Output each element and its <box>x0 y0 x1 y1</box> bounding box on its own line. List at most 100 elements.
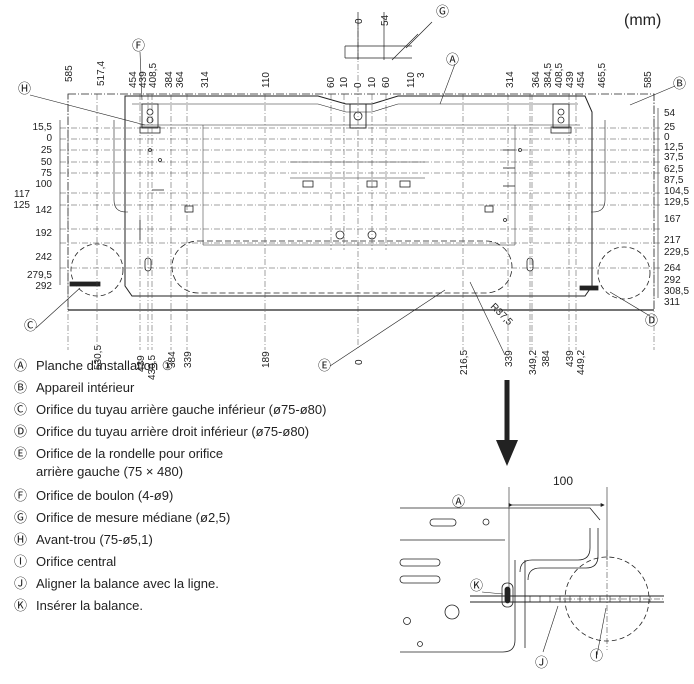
dim-bottom-3: 430,5 <box>147 355 158 380</box>
dim-bottom-9: 339 <box>504 350 515 367</box>
legend-mark: Ⓑ <box>14 380 28 395</box>
dim-top-left-6: 384 <box>164 71 175 88</box>
legend-text: Orifice central <box>36 554 117 569</box>
down-arrow <box>496 380 518 466</box>
detail-view <box>399 487 664 656</box>
legend-text: Orifice de la rondelle pour orifice arri… <box>36 446 224 479</box>
dim-right-4: 12,5 <box>664 142 684 153</box>
legend-text: Avant-trou (75-ø5,1) <box>36 532 153 547</box>
legend-mark: Ⓗ <box>14 532 28 547</box>
dim-right-11: 217 <box>664 235 681 246</box>
bolt-bracket-right <box>550 103 572 134</box>
legend-mark: Ⓓ <box>14 424 28 439</box>
dim-right-7: 87,5 <box>664 175 684 186</box>
callout-f: Ⓕ <box>132 38 145 53</box>
dim-ticks <box>59 108 659 298</box>
legend-text: Appareil intérieur <box>36 380 135 395</box>
dim-top-center-2: 60 <box>326 76 337 88</box>
right-pipe-hole <box>597 246 651 300</box>
callout-a: Ⓐ <box>446 52 459 67</box>
left-dim-labels: 15,5 0 25 50 75 100 117 125 142 192 242 … <box>13 122 52 292</box>
legend-text: Insérer la balance. <box>36 598 143 613</box>
dim-left-7: 117 <box>14 189 30 200</box>
legend-item-k: Ⓚ Insérer la balance. <box>14 595 334 617</box>
callout-j: Ⓙ <box>535 655 548 670</box>
dim-gauge-54: 54 <box>380 14 391 26</box>
dim-right-8: 104,5 <box>664 186 689 197</box>
callout-k: Ⓚ <box>470 578 483 593</box>
legend-text: Planche d’installation ① <box>36 358 174 373</box>
callout-i: Ⓘ <box>590 648 603 663</box>
dim-left-1: 15,5 <box>33 122 53 133</box>
legend-item-d: Ⓓ Orifice du tuyau arrière droit inférieu… <box>14 421 334 443</box>
dim-bottom-12: 439 <box>565 350 576 367</box>
dim-top-left-4: 439 <box>138 71 149 88</box>
bolt-bracket-left <box>139 103 161 134</box>
detail-dim-100: 100 <box>553 474 573 488</box>
legend-text: Aligner la balance avec la ligne. <box>36 576 219 591</box>
dim-top-left-3: 454 <box>128 71 139 88</box>
callout-c: Ⓒ <box>24 318 37 333</box>
dim-bottom-7: 0 <box>354 359 365 365</box>
gauge-detail <box>344 12 433 61</box>
callout-d: Ⓓ <box>645 313 658 328</box>
callout-g: Ⓖ <box>436 4 449 19</box>
callout-h: Ⓗ <box>18 81 31 96</box>
legend-text: Orifice du tuyau arrière droit inférieur… <box>36 424 310 439</box>
legend-mark: Ⓚ <box>14 598 28 613</box>
legend-item-b: Ⓑ Appareil intérieur <box>14 377 334 399</box>
dim-left-10: 192 <box>35 228 52 239</box>
dim-right-13: 264 <box>664 263 681 274</box>
dim-bottom-2: 439 <box>136 355 147 372</box>
dim-top-left-8: 314 <box>200 71 211 88</box>
dim-left-2: 0 <box>46 133 52 144</box>
dim-bottom-5: 339 <box>183 351 194 368</box>
dim-bottom-13: 449,2 <box>576 350 587 375</box>
callout-labels: Ⓕ Ⓐ Ⓖ Ⓗ Ⓑ Ⓒ Ⓓ Ⓔ Ⓐ Ⓚ Ⓙ Ⓘ <box>18 4 686 670</box>
callout-a-detail: Ⓐ <box>452 494 465 509</box>
dim-left-3: 25 <box>41 145 53 156</box>
right-dim-labels: 54 25 0 12,5 37,5 62,5 87,5 104,5 129,5 … <box>664 108 689 308</box>
dim-right-1: 54 <box>664 108 676 119</box>
dim-right-6: 62,5 <box>664 164 684 175</box>
extension-lines <box>60 20 660 350</box>
top-dim-labels: 585 517,4 454 439 408,5 384 364 314 110 … <box>64 14 654 88</box>
dim-left-8: 125 <box>13 200 30 211</box>
installation-plate <box>124 95 593 297</box>
dim-right-2: 25 <box>664 122 676 133</box>
main-plan <box>67 93 655 311</box>
legend-item-h: Ⓗ Avant-trou (75-ø5,1) <box>14 529 334 551</box>
callout-b: Ⓑ <box>673 76 686 91</box>
dim-top-right-8: 585 <box>643 71 654 88</box>
unit-label: (mm) <box>624 12 662 29</box>
misc-labels: R37,5 100 <box>488 301 573 488</box>
bottom-dim-labels: 530,5 439 430,5 384 339 189 0 216,5 339 … <box>93 345 587 380</box>
radius-label: R37,5 <box>488 301 515 328</box>
legend-mark: Ⓙ <box>14 576 28 591</box>
dim-left-11: 242 <box>35 252 52 263</box>
dim-bottom-8: 216,5 <box>459 350 470 375</box>
dim-gauge-3: 3 <box>416 72 427 78</box>
dim-bottom-1: 530,5 <box>93 345 104 370</box>
dim-right-3: 0 <box>664 132 670 143</box>
dim-top-left-5: 408,5 <box>148 63 159 88</box>
dim-top-right-1: 314 <box>505 71 516 88</box>
legend-text: Orifice de mesure médiane (ø2,5) <box>36 510 231 525</box>
dim-left-5: 75 <box>41 168 53 179</box>
legend-mark: Ⓕ <box>14 488 28 503</box>
dim-top-left-7: 364 <box>175 71 186 88</box>
dim-top-center-6: 60 <box>381 76 392 88</box>
callout-e: Ⓔ <box>318 358 331 373</box>
dim-right-12: 229,5 <box>664 247 689 258</box>
washer-hole <box>171 240 513 294</box>
dim-top-center-4: 0 <box>353 82 364 88</box>
dim-left-6: 100 <box>35 179 52 190</box>
indoor-unit-outline <box>67 93 655 311</box>
dim-bottom-4: 384 <box>167 351 178 368</box>
dim-right-5: 37,5 <box>664 152 684 163</box>
dim-top-center-1: 110 <box>261 72 272 88</box>
